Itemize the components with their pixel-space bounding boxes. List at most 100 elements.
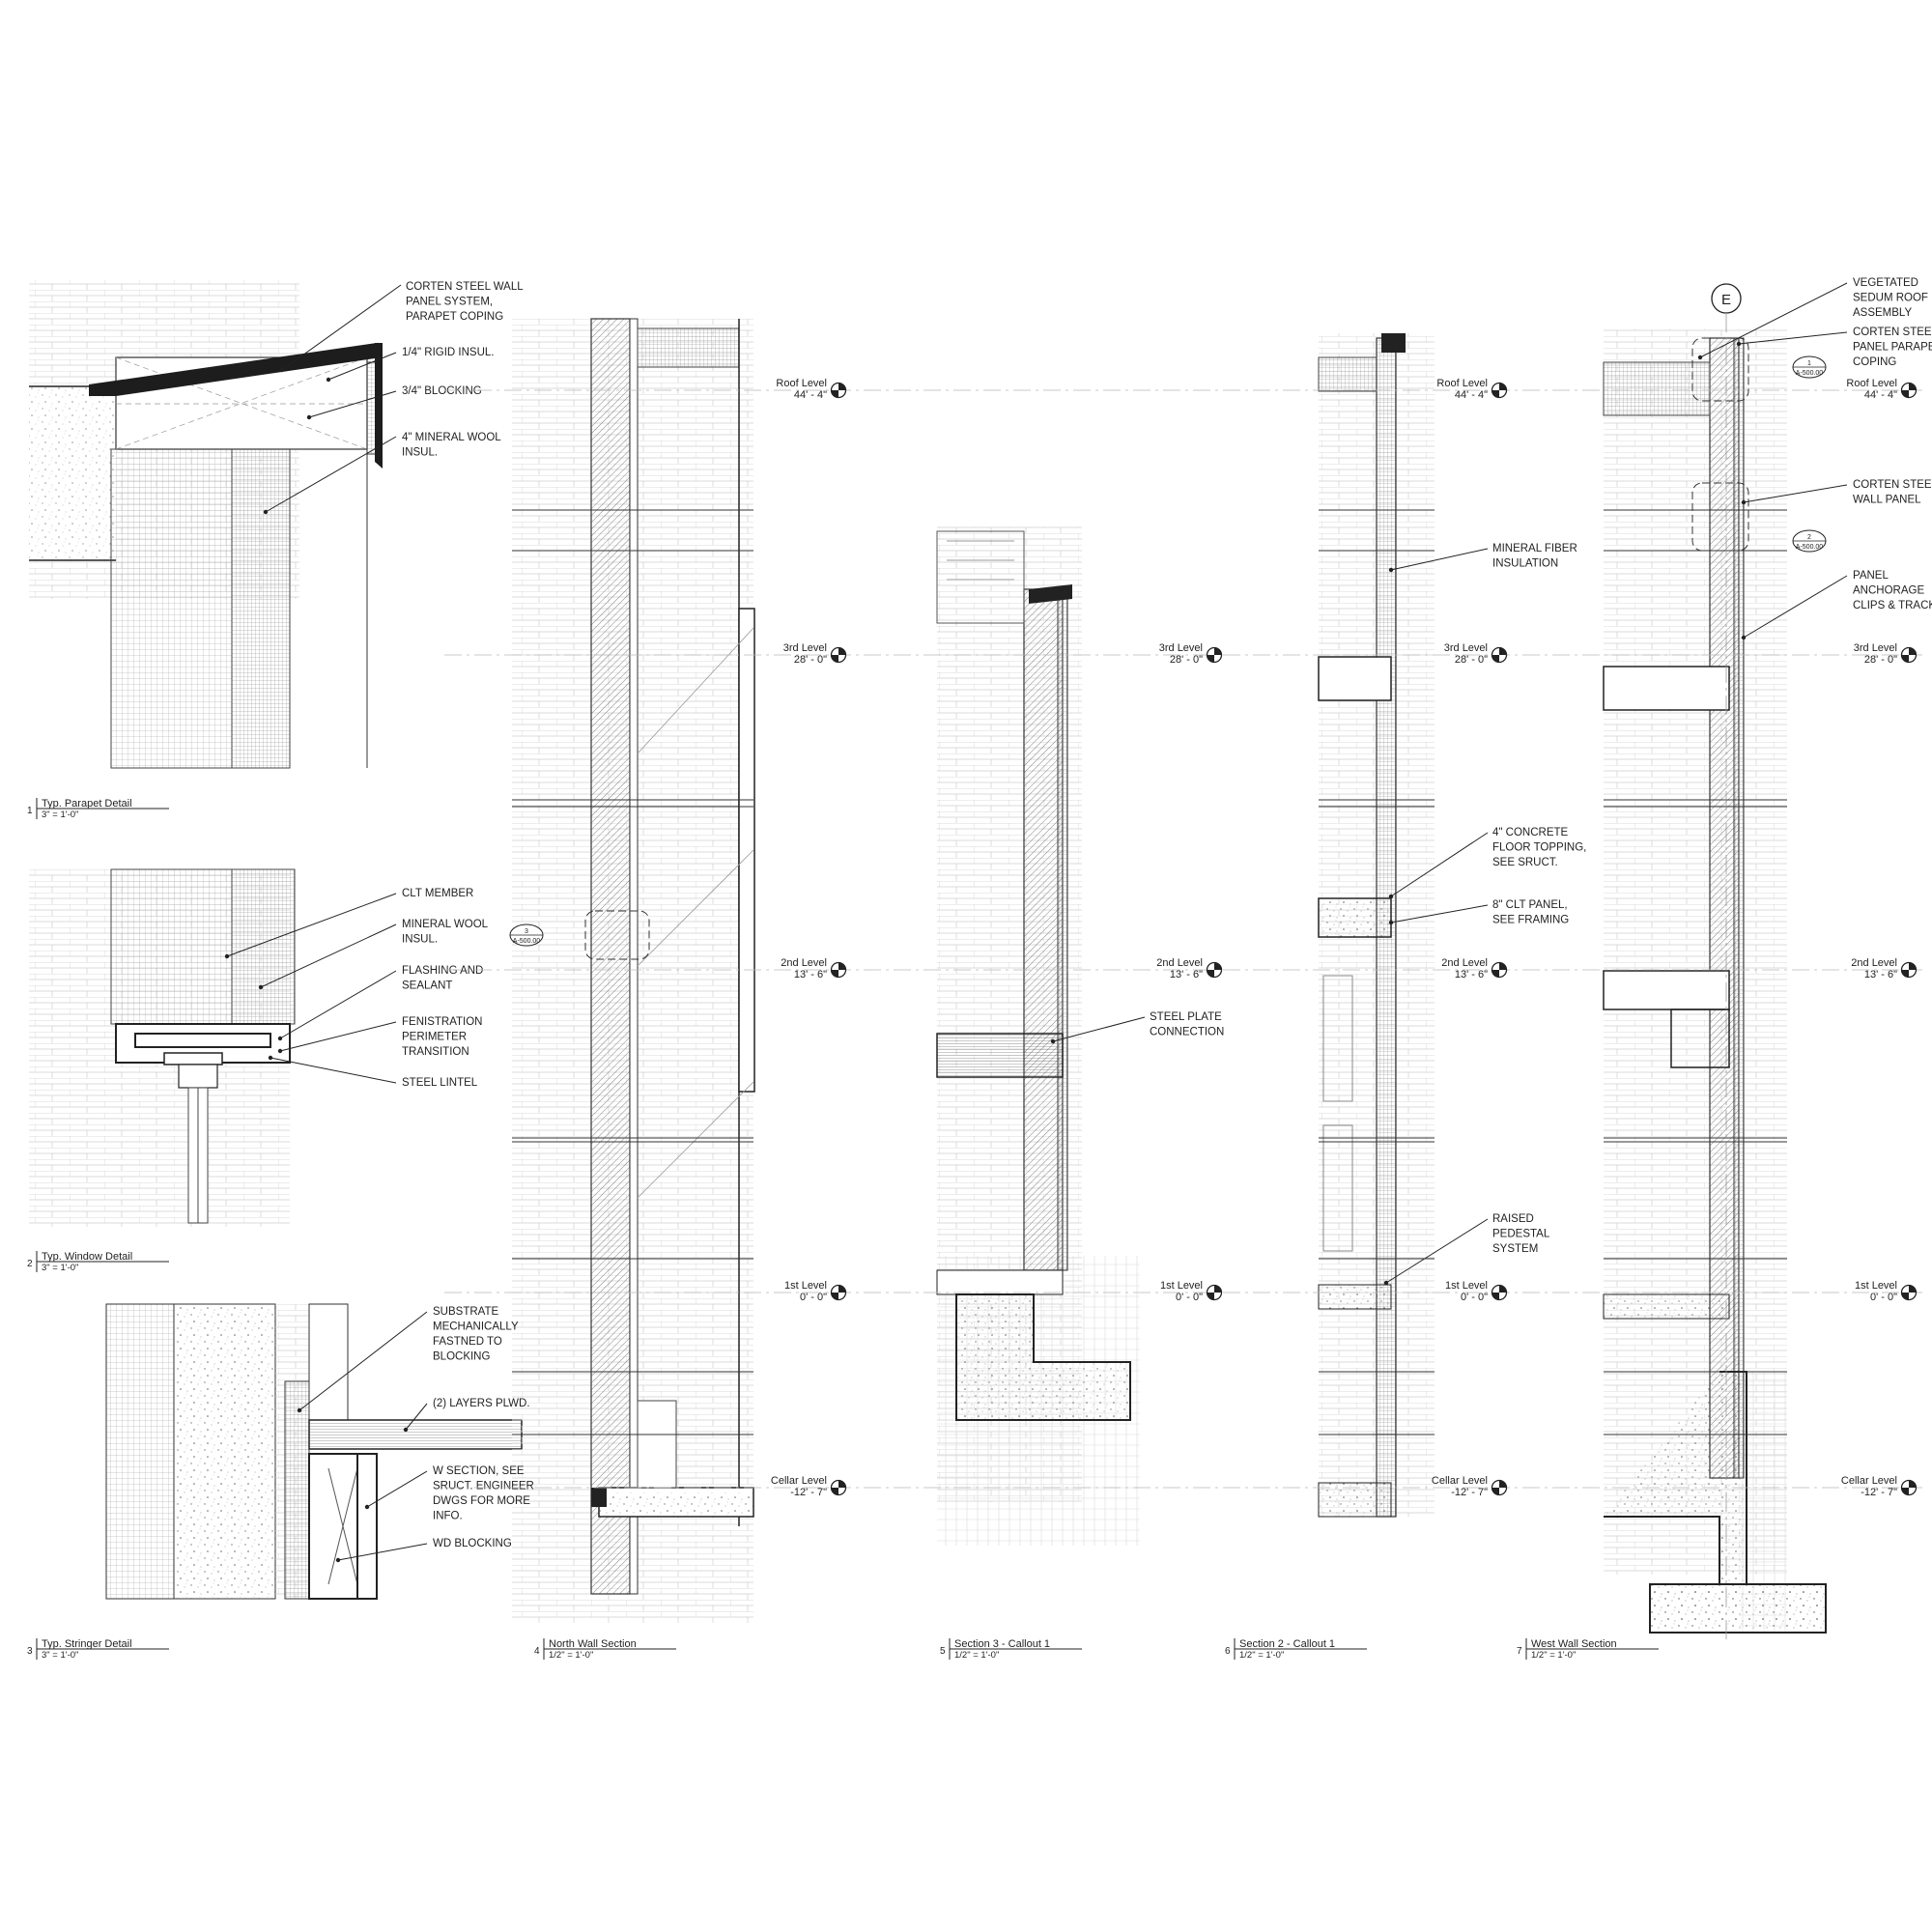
leader-corten-panel-coping — [1738, 331, 1848, 345]
level-name: Cellar Level — [1841, 1475, 1897, 1487]
section-3-callout-1 — [936, 526, 1140, 1546]
leader-steel-plate-dot — [1050, 1038, 1056, 1044]
section-2-callout-1 — [1318, 333, 1435, 1518]
note-panel-anchorage: CLIPS & TRACK — [1853, 600, 1932, 611]
note-fenestration-transition: FENISTRATION — [402, 1016, 482, 1028]
note-steel-lintel: STEEL LINTEL — [402, 1077, 478, 1089]
level-elevation: 13' - 6" — [794, 969, 827, 980]
leader-corten-panel-coping-dot — [1736, 341, 1742, 347]
leader-wd-blocking — [337, 1543, 428, 1561]
note-wd-blocking: WD BLOCKING — [433, 1538, 512, 1549]
level-elevation: 28' - 0" — [1864, 654, 1897, 666]
callout-tag[interactable]: 2A-500.00 — [1792, 529, 1827, 553]
note-clt-panel: 8" CLT PANEL, — [1492, 899, 1568, 911]
level-name: 3rd Level — [1444, 642, 1488, 654]
window-detail — [29, 868, 296, 1227]
level-elevation: 28' - 0" — [1455, 654, 1488, 666]
note-concrete-topping: FLOOR TOPPING, — [1492, 842, 1586, 854]
level-name: 2nd Level — [1156, 957, 1203, 969]
note-clt-member: CLT MEMBER — [402, 888, 473, 899]
note-rigid-insul: 1/4" RIGID INSUL. — [402, 347, 494, 358]
level-elevation: 28' - 0" — [794, 654, 827, 666]
leader-raised-pedestal-dot — [1383, 1280, 1389, 1286]
level-elevation: -12' - 7" — [1451, 1487, 1488, 1498]
note-concrete-topping: 4" CONCRETE — [1492, 827, 1569, 838]
level-name: 2nd Level — [1441, 957, 1488, 969]
note-corten-wall-panel: WALL PANEL — [1853, 495, 1921, 506]
parapet-detail — [29, 280, 383, 769]
note-w-section: INFO. — [433, 1511, 463, 1522]
drawing-scale: 3" = 1'-0" — [42, 810, 78, 820]
drawing-scale: 3" = 1'-0" — [42, 1263, 78, 1273]
level-marker — [1491, 1284, 1508, 1301]
leader-vegetated-roof-dot — [1697, 355, 1703, 360]
leader-mineral-wool-dot — [263, 509, 269, 515]
note-corten-parapet-coping: CORTEN STEEL WALL — [406, 281, 524, 293]
drawing-title-number: 2 — [27, 1259, 33, 1269]
note-substrate: MECHANICALLY — [433, 1321, 519, 1333]
drawing-scale: 1/2" = 1'-0" — [1531, 1650, 1576, 1661]
callout-number: 1 — [1807, 360, 1811, 367]
level-marker — [1491, 961, 1508, 979]
note-mineral-wool-insul: 4" MINERAL WOOL — [402, 432, 501, 443]
level-marker — [830, 382, 847, 399]
callout-tag[interactable]: 3A-500.00 — [509, 923, 544, 947]
note-corten-parapet-coping: PARAPET COPING — [406, 311, 503, 323]
note-concrete-topping: SEE SRUCT. — [1492, 857, 1558, 868]
level-elevation: -12' - 7" — [1861, 1487, 1897, 1498]
drawing-scale: 1/2" = 1'-0" — [954, 1650, 999, 1661]
drawing-scale: 3" = 1'-0" — [42, 1650, 78, 1661]
level-marker — [1900, 382, 1918, 399]
leader-substrate-dot — [297, 1407, 302, 1413]
level-marker — [1900, 1284, 1918, 1301]
level-marker — [830, 646, 847, 664]
note-mineral-wool-insul-2: MINERAL WOOL — [402, 919, 489, 930]
note-substrate: BLOCKING — [433, 1351, 490, 1363]
leader-panel-anchorage — [1743, 575, 1848, 639]
leader-mineral-fiber — [1390, 548, 1489, 571]
level-name: 2nd Level — [1851, 957, 1897, 969]
leader-clt-member — [226, 893, 397, 957]
note-w-section: DWGS FOR MORE — [433, 1495, 530, 1507]
drawing-title-number: 3 — [27, 1646, 33, 1657]
leader-corten-coping — [281, 284, 402, 371]
callout-sheet: A-500.00 — [1796, 370, 1824, 377]
level-name: Roof Level — [776, 378, 827, 389]
level-name: 3rd Level — [1854, 642, 1897, 654]
level-elevation: -12' - 7" — [790, 1487, 827, 1498]
level-marker — [1900, 961, 1918, 979]
level-marker — [1900, 1479, 1918, 1496]
leader-mineral-fiber-dot — [1388, 567, 1394, 573]
level-name: Roof Level — [1846, 378, 1897, 389]
note-w-section: SRUCT. ENGINEER — [433, 1481, 534, 1492]
level-elevation: 0' - 0" — [1461, 1292, 1488, 1303]
leader-wd-blocking-dot — [335, 1557, 341, 1563]
leader-corten-wall-panel-dot — [1741, 499, 1747, 505]
note-vegetated-roof: ASSEMBLY — [1853, 307, 1912, 319]
callout-boundary — [1691, 337, 1749, 402]
level-elevation: 44' - 4" — [1455, 389, 1488, 401]
level-name: 3rd Level — [783, 642, 827, 654]
grid-bubble[interactable]: E — [1711, 283, 1742, 314]
level-name: 1st Level — [1160, 1280, 1203, 1292]
leader-panel-anchorage-dot — [1741, 635, 1747, 640]
level-elevation: 44' - 4" — [794, 389, 827, 401]
leader-flashing — [279, 970, 397, 1039]
callout-tag[interactable]: 1A-500.00 — [1792, 355, 1827, 379]
level-name: Roof Level — [1436, 378, 1488, 389]
leader-rigid-insul-dot — [326, 377, 331, 383]
level-name: Cellar Level — [771, 1475, 827, 1487]
level-name: 2nd Level — [781, 957, 827, 969]
leader-w-section — [366, 1470, 428, 1508]
note-corten-panel-coping: CORTEN STEEL — [1853, 327, 1932, 338]
leader-vegetated-roof — [1699, 282, 1848, 358]
callout-number: 2 — [1807, 534, 1811, 541]
drawing-title-number: 1 — [27, 806, 33, 816]
west-wall-section — [1603, 328, 1827, 1634]
note-substrate: SUBSTRATE — [433, 1306, 498, 1318]
leader-rigid-insul — [327, 352, 397, 381]
drawing-title: West Wall Section — [1531, 1638, 1617, 1650]
callout-boundary — [1691, 482, 1749, 552]
leader-mineral-wool-2-dot — [258, 984, 264, 990]
